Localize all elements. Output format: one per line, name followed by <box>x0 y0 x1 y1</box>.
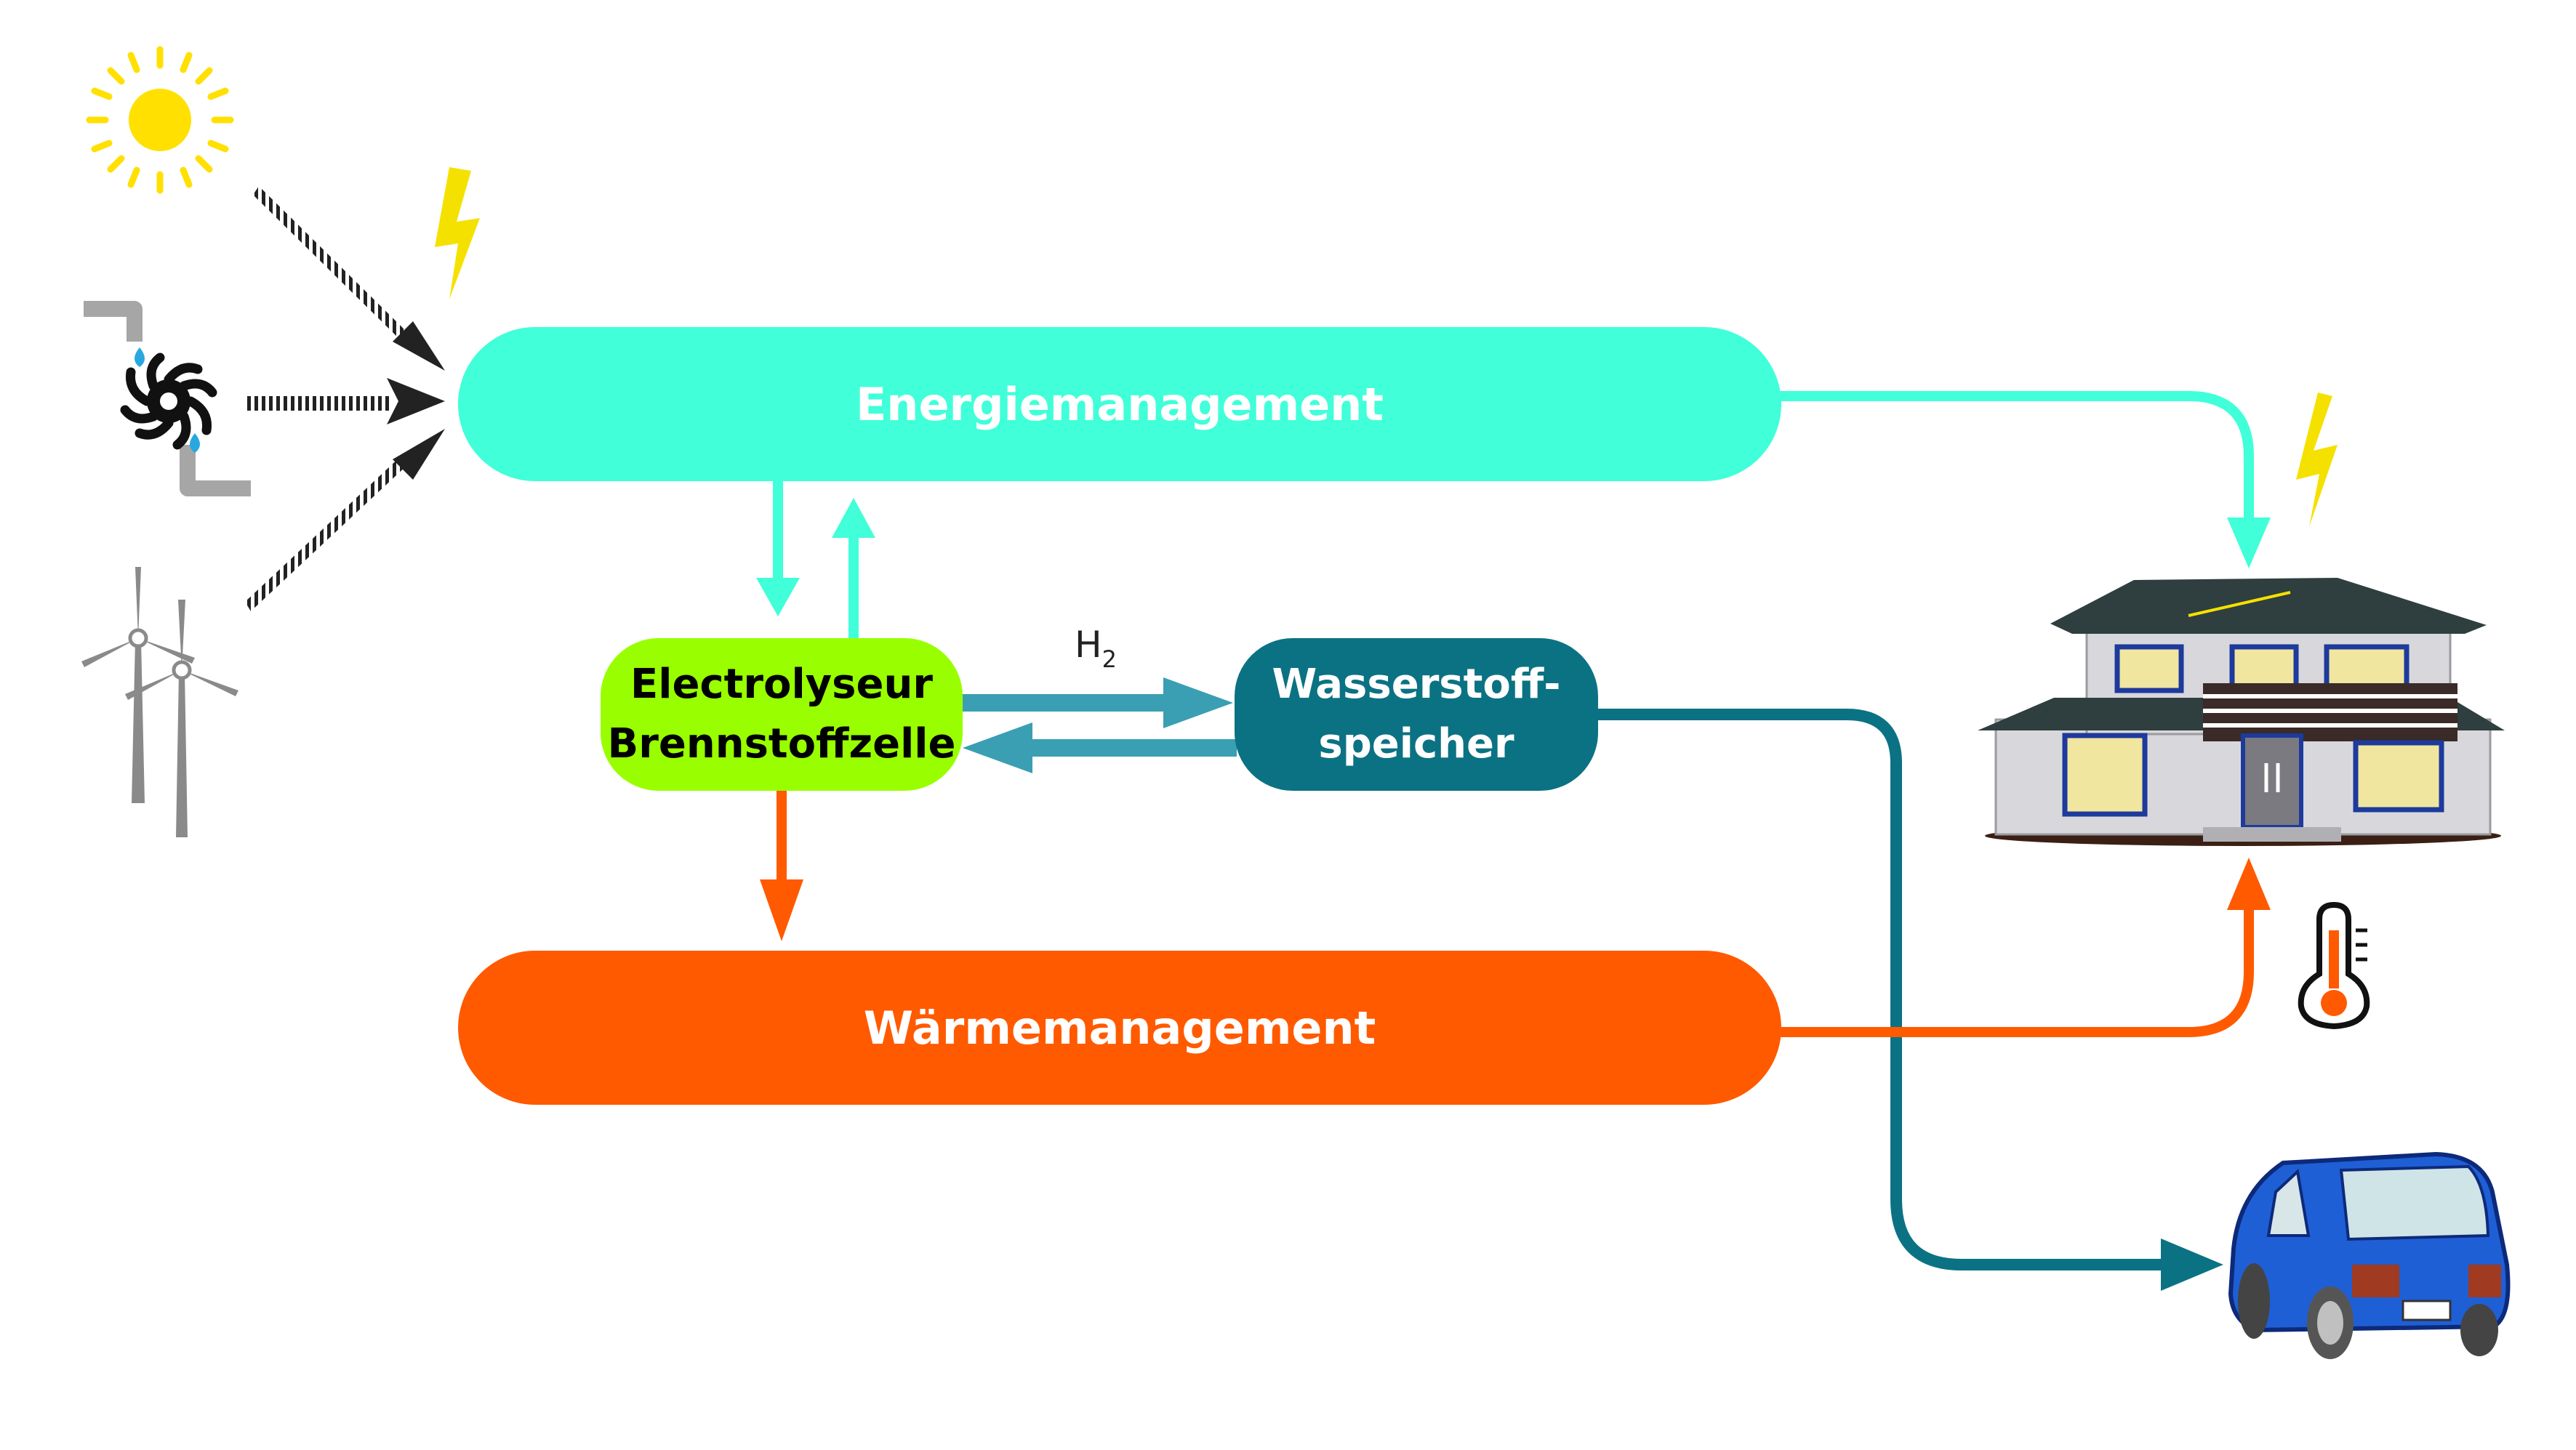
storage-label-line1: Wasserstoff- <box>1272 661 1561 708</box>
lightning-icon <box>2296 392 2338 527</box>
heat-to-house-arrow <box>1778 858 2271 1037</box>
heat-management-block: Wärmemanagement <box>458 951 1781 1105</box>
storage-to-car-arrow <box>1596 709 2223 1291</box>
fuelcell-label: Brennstoffzelle <box>607 720 956 768</box>
energy-management-label: Energiemanagement <box>855 377 1384 431</box>
hydrogen-storage-block: Wasserstoff- speicher <box>1235 638 1598 791</box>
thermometer-icon <box>2298 901 2370 1030</box>
h2-label: H2 <box>1075 624 1117 673</box>
wind-turbine-icon <box>81 567 238 837</box>
electrolyser-label: Electrolyseur <box>630 661 933 708</box>
h2-exchange-arrows <box>960 677 1237 773</box>
sun-icon <box>86 46 234 194</box>
electrolyser-fuelcell-block: Electrolyseur Brennstoffzelle <box>601 638 963 791</box>
energy-to-house-arrow <box>1778 391 2271 568</box>
storage-label-line2: speicher <box>1318 720 1514 768</box>
electrolyser-heat-arrow <box>760 789 803 941</box>
car-icon <box>2228 1151 2511 1359</box>
lightning-icon <box>435 167 480 299</box>
energy-management-block: Energiemanagement <box>458 327 1781 481</box>
water-input-arrow <box>244 378 445 424</box>
water-turbine-icon <box>84 301 251 496</box>
sun-input-arrow <box>253 186 445 371</box>
input-arrows <box>244 186 445 611</box>
house-icon <box>1978 578 2505 846</box>
h2-label-subscript: 2 <box>1102 645 1117 673</box>
energy-electrolyser-arrows <box>756 480 875 643</box>
h2-label-main: H <box>1075 624 1102 666</box>
heat-management-label: Wärmemanagement <box>863 1001 1376 1055</box>
wind-input-arrow <box>245 429 445 611</box>
